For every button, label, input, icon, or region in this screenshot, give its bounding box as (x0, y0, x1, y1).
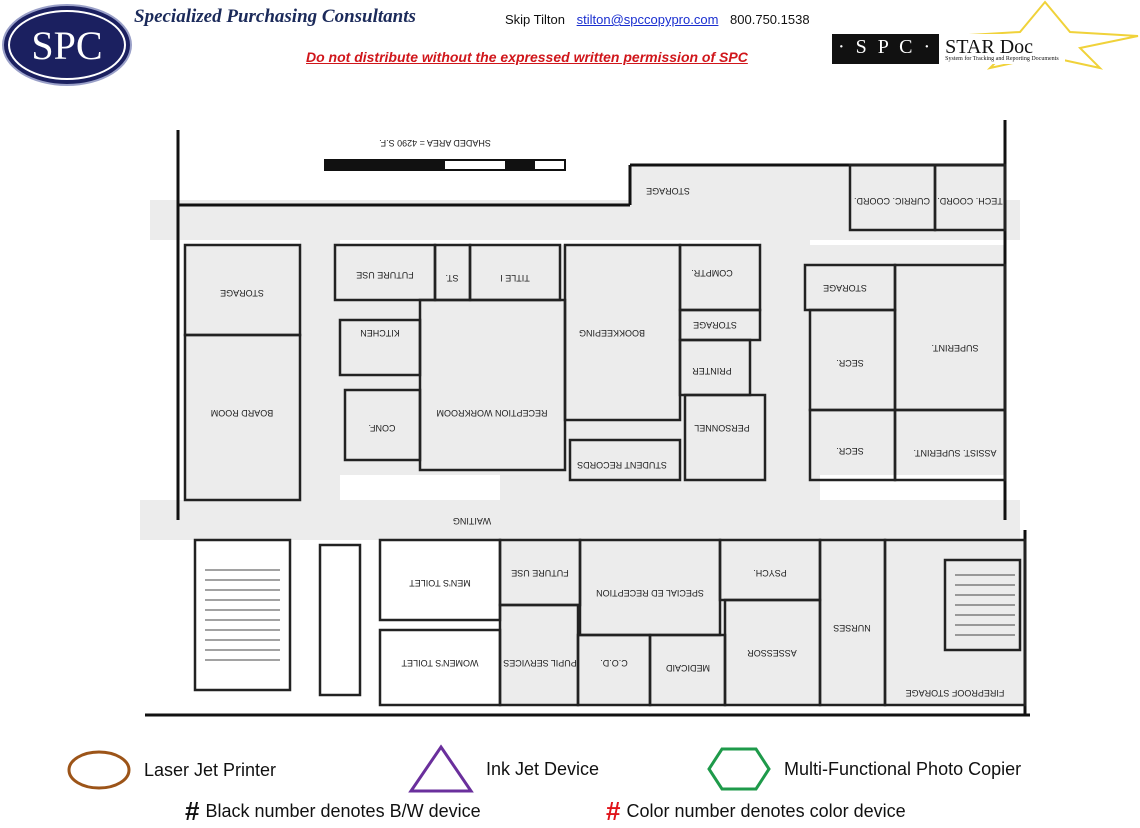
room-label: CURRIC. COORD. (854, 196, 930, 206)
legend-inkjet-label: Ink Jet Device (486, 758, 600, 779)
room-label: C.O.D. (600, 658, 628, 668)
stardoc-tagline: System for Tracking and Reporting Docume… (945, 56, 1059, 62)
room-label: FUTURE USE (356, 270, 414, 280)
room-label: STORAGE (693, 320, 737, 330)
room-label: STORAGE (823, 283, 867, 293)
legend-bw-note: # Black number denotes B/W device (185, 796, 481, 827)
stardoc-title: STAR Doc (945, 36, 1034, 58)
room-label: MEDICAID (666, 663, 711, 673)
room-label: TECH. COORD. (937, 196, 1003, 206)
legend-laser: Laser Jet Printer (66, 750, 276, 790)
spc-logo: SPC (2, 4, 132, 86)
contact-info: Skip Tilton stilton@spccopypro.com 800.7… (505, 12, 810, 27)
hash-black-icon: # (185, 796, 200, 826)
room-label: KITCHEN (360, 328, 400, 338)
legend-mfp-label: Multi-Functional Photo Copier (784, 758, 1022, 779)
room-label: RECEPTION WORKROOM (436, 408, 547, 418)
room-label: PERSONNEL (694, 423, 750, 433)
room-label: SECR. (836, 446, 864, 456)
room-label: PRINTER (692, 366, 732, 376)
legend-inkjet: Ink Jet Device (408, 744, 599, 794)
room-label: FIREPROOF STORAGE (906, 688, 1005, 698)
room-label: BOOKKEEPING (579, 328, 645, 338)
contact-email-link[interactable]: stilton@spccopypro.com (576, 12, 719, 27)
room-label: COMPTR. (691, 268, 733, 278)
scale-note: SHADED AREA = 4290 S.F. (379, 138, 491, 148)
room-label: ST. (445, 273, 458, 283)
contact-name: Skip Tilton (505, 12, 565, 27)
room-label: BOARD ROOM (211, 408, 274, 418)
room-label: PUPIL SERVICES (503, 658, 577, 668)
stardoc-name: STAR Doc System for Tracking and Reporti… (939, 34, 1065, 64)
room-label: STORAGE (220, 288, 264, 298)
room-walls (183, 163, 1027, 707)
legend-color-note: # Color number denotes color device (606, 796, 906, 827)
room-label: SUPERINT. (931, 343, 978, 353)
triangle-icon (408, 744, 474, 793)
room-label: CONF. (369, 423, 396, 433)
company-name: Specialized Purchasing Consultants (134, 6, 416, 27)
room-label: ASSESSOR (747, 648, 797, 658)
room-label: FUTURE USE (511, 568, 569, 578)
room-label: SECR. (836, 358, 864, 368)
stardoc-logo: · S P C · STAR Doc System for Tracking a… (832, 34, 1065, 64)
contact-phone: 800.750.1538 (730, 12, 810, 27)
legend-bw-label: Black number denotes B/W device (205, 801, 481, 821)
room-label: ASSIST. SUPERINT. (913, 448, 996, 458)
distribution-warning: Do not distribute without the expressed … (306, 49, 748, 65)
room-label: STUDENT RECORDS (577, 460, 667, 470)
room-label: WAITING (453, 516, 491, 526)
room-label: TITLE I (500, 273, 530, 283)
hexagon-icon (707, 747, 771, 791)
room-label: SPECIAL ED RECEPTION (596, 588, 704, 598)
legend-mfp: Multi-Functional Photo Copier (706, 746, 1021, 792)
stardoc-spc: · S P C · (832, 34, 940, 64)
room-label: WOMEN'S TOILET (401, 658, 478, 668)
hash-red-icon: # (606, 796, 621, 826)
room-label: NURSES (833, 623, 871, 633)
legend-color-label: Color number denotes color device (626, 801, 906, 821)
circle-icon (67, 750, 131, 790)
scale-bar (324, 159, 566, 171)
room-labels: SHADED AREA = 4290 S.F. STORAGE BOARD RO… (211, 138, 1005, 698)
spc-logo-text: SPC (8, 10, 126, 80)
room-label: MEN'S TOILET (409, 578, 471, 588)
room-label: PSYCH. (753, 568, 787, 578)
stairs (205, 569, 1015, 661)
floor-plan: SHADED AREA = 4290 S.F. STORAGE BOARD RO… (140, 120, 1030, 717)
legend-laser-label: Laser Jet Printer (144, 759, 277, 780)
room-label: STORAGE (646, 186, 690, 196)
